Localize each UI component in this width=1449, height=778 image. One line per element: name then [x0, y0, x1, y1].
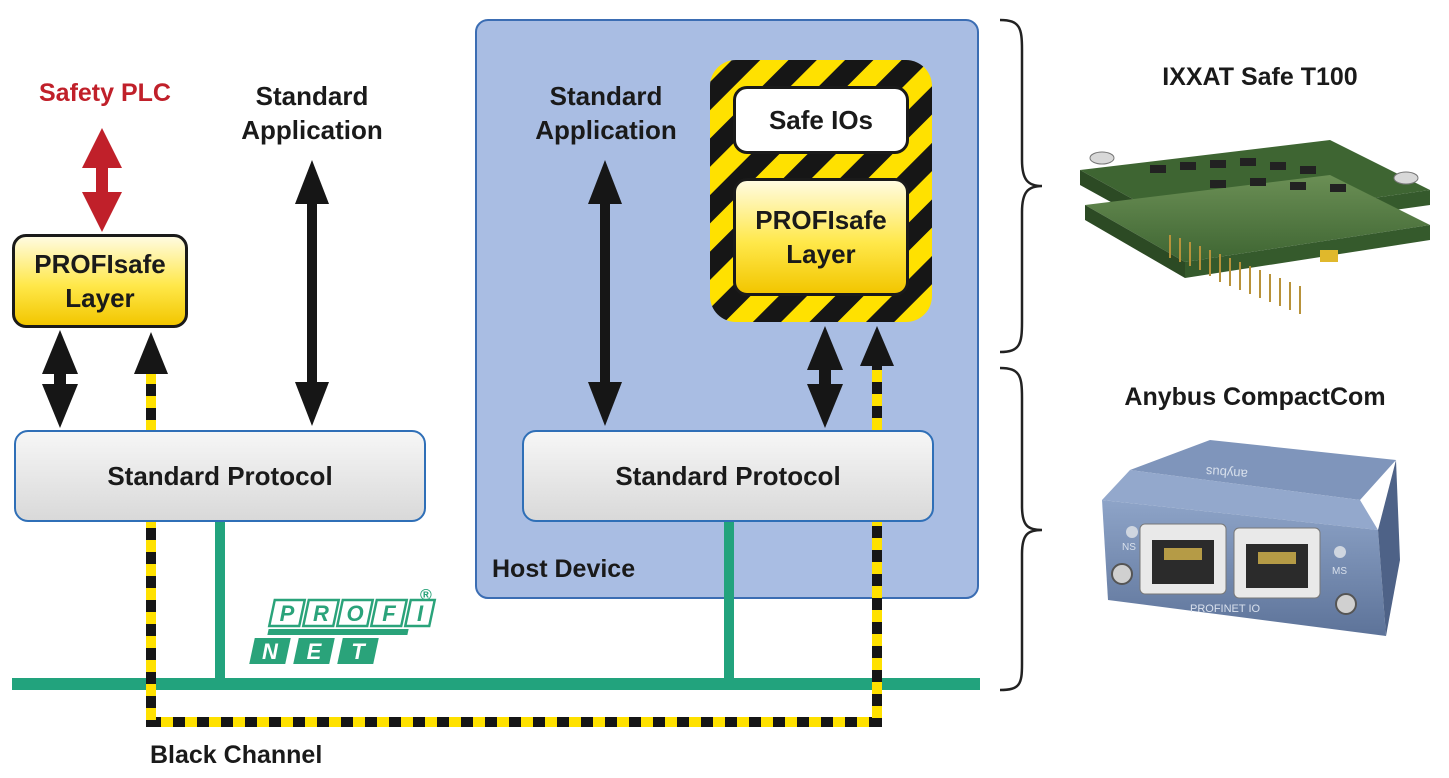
brace-safe-t100: [999, 18, 1043, 354]
logo-letter-t: T: [351, 639, 366, 664]
logo-letter-i: I: [417, 601, 424, 626]
left-bus-drop: [215, 520, 225, 682]
logo-letter-e: E: [307, 639, 323, 664]
left-channel-up-arrow: [134, 332, 168, 374]
led-ms-label: MS: [1332, 566, 1347, 577]
host-profisafe-arrow: [807, 326, 843, 428]
logo-letter-f: F: [382, 601, 396, 626]
logo-registered-mark: ®: [420, 587, 432, 604]
safety-plc-arrow: [82, 128, 122, 232]
logo-letter-r: R: [313, 601, 329, 626]
left-profisafe-layer: PROFIsafe Layer: [12, 234, 188, 328]
logo-letter-n: N: [262, 639, 279, 664]
left-std-app-arrow: [295, 160, 329, 426]
host-std-application-label: Standard Application: [535, 81, 677, 145]
logo-row1: P R O F I: [267, 598, 437, 628]
port-right: [1233, 527, 1321, 599]
safe-t100-title: IXXAT Safe T100: [1162, 63, 1358, 91]
profinet-logo: P R O F I N E T ®: [249, 587, 437, 664]
brace-compactcom: [999, 366, 1043, 692]
safe-t100-board-image: [1080, 140, 1430, 314]
host-std-app-arrow: [588, 160, 622, 426]
host-bus-drop: [724, 520, 734, 682]
safety-plc-label: Safety PLC: [39, 79, 171, 107]
module-footer-label: PROFINET IO: [1190, 603, 1261, 615]
compactcom-title: Anybus CompactCom: [1124, 383, 1386, 411]
left-std-application-label: Standard Application: [241, 81, 383, 145]
port-left: [1139, 523, 1227, 595]
left-standard-protocol: Standard Protocol: [14, 430, 426, 522]
host-channel-up-arrow: [860, 326, 894, 366]
host-device-label: Host Device: [492, 555, 636, 583]
host-standard-protocol: Standard Protocol: [522, 430, 934, 522]
black-channel-path: [146, 366, 882, 727]
logo-letter-o: O: [346, 601, 363, 626]
host-profisafe-layer: PROFIsafe Layer: [733, 178, 909, 296]
logo-row2: N E T: [249, 638, 379, 664]
module-brand-label: anybus: [1205, 464, 1248, 482]
host-safe-ios: Safe IOs: [733, 86, 909, 154]
black-channel-label: Black Channel: [150, 741, 323, 769]
led-ns-label: NS: [1122, 542, 1136, 553]
compactcom-module-image: NS MS PROFINET IO anybus: [1102, 440, 1400, 636]
left-profisafe-arrow: [42, 330, 78, 428]
logo-letter-p: P: [280, 601, 295, 626]
profinet-bus-line: [12, 678, 980, 690]
